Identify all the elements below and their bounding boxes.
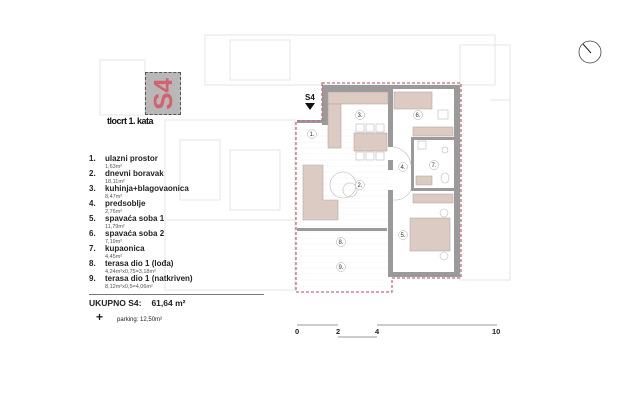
room-label-marker <box>398 230 408 240</box>
room-label-marker <box>413 110 423 120</box>
walls <box>297 85 460 277</box>
legend-number: 7. <box>89 244 96 253</box>
room-label-marker <box>355 180 365 190</box>
legend-room-area: 8,47m² <box>105 193 123 200</box>
room-label-marker <box>398 162 408 172</box>
dining-table <box>353 132 388 152</box>
total-value: 61,64 m² <box>151 298 186 308</box>
unit-marker-arrow-icon <box>305 103 315 110</box>
legend-number: 2. <box>89 169 96 178</box>
legend-room-area: 1,63m² <box>105 163 123 170</box>
legend-room-name: kuhinja+blagovaonica <box>105 184 189 193</box>
legend-room-area: 18,11m² <box>105 178 125 185</box>
scale-tick-2: 2 <box>336 327 341 336</box>
legend-room-area: 4,45m² <box>105 253 123 260</box>
room-number-label: 5. <box>400 233 405 239</box>
room-label-marker <box>429 160 439 170</box>
legend-room-name: kupaonica <box>105 244 145 253</box>
legend-room-area: 2,76m² <box>105 208 123 215</box>
wardrobe-room-5 <box>412 193 454 204</box>
room-label-marker <box>307 129 317 139</box>
parking-text: parking: 12,50m² <box>117 317 163 323</box>
scale-tick-10: 10 <box>492 327 501 336</box>
legend-room-area: 8,12m²x0,5=4,06m² <box>105 283 153 290</box>
bed-room-6 <box>393 91 433 110</box>
legend-room-area: 4,24m²x0,75=3,18m² <box>105 268 156 275</box>
room-number-label: 9. <box>338 265 343 271</box>
kitchen-counter-side <box>327 103 342 149</box>
room-number-label: 4. <box>400 165 405 171</box>
unit-marker-label: S4 <box>305 93 315 102</box>
room-label-marker <box>336 262 346 272</box>
room-number-label: 3. <box>357 113 362 119</box>
unit-boundary-outline <box>295 82 462 293</box>
legend-room-name: terasa dio 1 (natkriven) <box>105 274 193 283</box>
room-number-label: 7. <box>431 163 436 169</box>
north-arrow-icon <box>578 40 602 64</box>
legend-room-name: terasa dio 1 (lođa) <box>105 259 174 268</box>
legend-number: 4. <box>89 199 96 208</box>
plus-icon: + <box>96 310 104 324</box>
legend-number: 5. <box>89 214 96 223</box>
bed-room-5 <box>409 217 451 252</box>
parking-info: + parking: 12,50m² <box>96 311 162 326</box>
legend-number: 6. <box>89 229 96 238</box>
room-number-label: 6. <box>415 113 420 119</box>
legend-room-name: spavaća soba 2 <box>105 229 165 238</box>
sofa <box>302 164 339 221</box>
legend-number: 9. <box>89 274 96 283</box>
room-number-label: 1. <box>309 132 314 138</box>
legend-number: 8. <box>89 259 96 268</box>
legend-number: 3. <box>89 184 96 193</box>
room-label-marker <box>355 110 365 120</box>
legend-number: 1. <box>89 154 96 163</box>
furniture <box>302 91 454 261</box>
legend-room-name: predsoblje <box>105 199 146 208</box>
room-label-marker <box>336 237 346 247</box>
legend-room-name: spavaća soba 1 <box>105 214 165 223</box>
legend-room-area: 7,19m² <box>105 238 123 245</box>
scale-tick-4: 4 <box>375 327 380 336</box>
scale-tick-0: 0 <box>295 327 300 336</box>
total-area: UKUPNO S4: 61,64 m² <box>89 294 264 308</box>
unit-badge: S4 <box>145 72 181 115</box>
legend-room-area: 11,79m² <box>105 223 125 230</box>
room-number-label: 2. <box>357 183 362 189</box>
room-number-label: 8. <box>338 240 343 246</box>
legend-room-name: ulazni prostor <box>105 154 158 163</box>
legend-room-name: dnevni boravak <box>105 169 164 178</box>
floor-label: tlocrt 1. kata <box>107 116 154 126</box>
total-label: UKUPNO S4: <box>89 298 142 308</box>
kitchen-counter-top <box>327 91 389 105</box>
room-number-labels: 1. 2. 3. 4. 5. 6. 7. 8. 9. <box>307 110 439 272</box>
wardrobe-room-6 <box>412 126 454 137</box>
scale-bar <box>297 324 497 338</box>
